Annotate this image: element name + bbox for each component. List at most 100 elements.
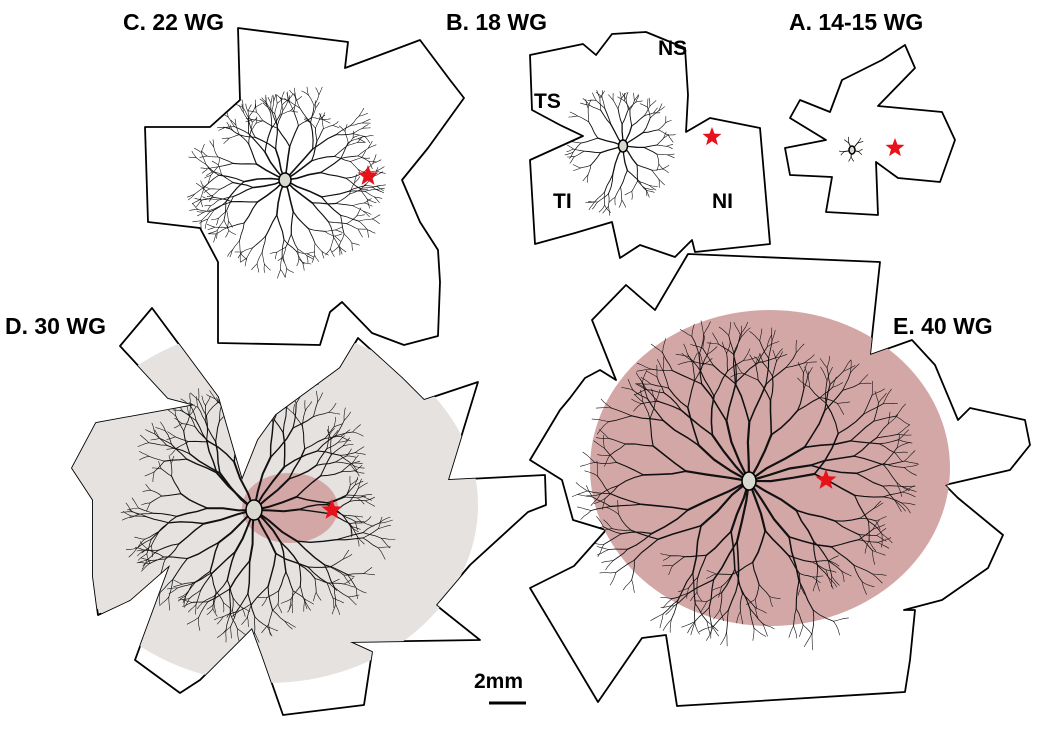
vessel-branch [599, 429, 609, 439]
vessel-branch [670, 555, 685, 558]
vessel-branch [795, 580, 800, 610]
vessel-branch [354, 521, 358, 531]
vessel-branch [310, 105, 315, 124]
vessel-branch [319, 172, 347, 179]
vessel-branch [335, 125, 352, 136]
vessel-branch [185, 583, 193, 597]
vessel-branch [840, 151, 845, 156]
vessel-branch [740, 611, 744, 625]
vessel-branch [281, 99, 288, 106]
vessel-branch [826, 367, 833, 382]
vessel-branch [621, 387, 634, 391]
vessel-branch [809, 455, 855, 467]
vessel-branch [362, 118, 371, 124]
vessel-branch [692, 572, 696, 605]
vessel-branch [200, 571, 214, 591]
vessel-branch [222, 611, 237, 618]
vessel-branch [875, 520, 881, 530]
vessel-branch [225, 393, 227, 409]
vessel-branch [358, 138, 365, 143]
vessel-branch [241, 103, 244, 113]
vessel-branch [333, 145, 348, 157]
vessel-branch [170, 463, 173, 477]
vessel-branch [859, 382, 872, 385]
vessel-branch [206, 608, 214, 615]
vessel-branch [285, 233, 292, 248]
vessel-branch [662, 370, 670, 389]
vessel-branch [635, 100, 643, 103]
vessel-branch [797, 586, 801, 596]
vessel-branch [335, 532, 364, 541]
vessel-branch [651, 388, 656, 402]
vessel-branch [276, 98, 284, 104]
vessel-branch [298, 258, 305, 265]
vessel-branch [663, 392, 682, 411]
vessel-branch [352, 455, 359, 464]
vessel-branch [732, 353, 737, 383]
vessel-branch [825, 569, 837, 573]
vessel-branch [641, 381, 648, 400]
vessel-branch [776, 351, 783, 362]
vessel-branch [350, 526, 359, 533]
vessel-branch [610, 572, 617, 586]
vessel-branch [279, 104, 283, 116]
vessel-branch [197, 407, 206, 422]
vessel-branch [153, 460, 165, 473]
vessel-branch [617, 98, 622, 110]
vessel-branch [867, 520, 870, 541]
vessel-branch [219, 182, 234, 190]
vessel-branch [343, 583, 356, 588]
vessel-branch [348, 596, 357, 606]
vessel-branch [291, 590, 294, 605]
vessel-branch [635, 383, 646, 389]
vessel-branch [312, 134, 337, 150]
vessel-branch [230, 611, 237, 628]
vessel-branch [769, 596, 781, 599]
panel-c-retina [144, 27, 465, 346]
vessel-branch [285, 268, 287, 278]
vessel-branch [175, 415, 185, 432]
vessel-branch [282, 247, 286, 257]
vessel-branch [347, 574, 357, 589]
vessel-branch [796, 396, 821, 412]
vessel-branch [141, 502, 151, 506]
vessel-branch [267, 106, 275, 114]
vessel-branch [360, 188, 369, 190]
vessel-branch [636, 368, 652, 372]
vessel-branch [700, 353, 708, 372]
vessel-branch [743, 348, 751, 361]
vessel-branch [177, 593, 187, 599]
vessel-branch [192, 203, 199, 210]
vessel-branch [235, 124, 240, 135]
vessel-branch [186, 541, 220, 560]
vessel-branch [328, 403, 337, 413]
vessel-branch [292, 382, 300, 392]
vessel-branch [819, 358, 828, 368]
vessel-branch [883, 496, 903, 504]
vessel-branch [569, 111, 578, 117]
vessel-branch [243, 411, 255, 414]
vessel-branch [217, 629, 227, 638]
vessel-branch [335, 193, 351, 204]
vessel-branch [350, 526, 352, 538]
vessel-branch [567, 141, 582, 144]
vessel-branch [199, 218, 208, 224]
vessel-branch [853, 437, 877, 457]
vessel-branch [192, 198, 201, 204]
vessel-branch [277, 378, 284, 391]
vessel-branch [333, 155, 351, 162]
vessel-branch [710, 395, 715, 436]
vessel-branch [239, 602, 253, 612]
vessel-branch [293, 383, 306, 392]
vessel-branch [904, 460, 919, 464]
vessel-branch [226, 609, 233, 618]
vessel-branch [608, 415, 633, 423]
vascular-area-e [590, 310, 950, 626]
vessel-branch [803, 361, 817, 364]
vessel-branch [381, 538, 396, 540]
vessel-branch [834, 520, 860, 536]
vessel-branch [311, 117, 324, 120]
vessel-branch [311, 107, 316, 118]
vessel-branch [327, 221, 335, 239]
vessel-branch [672, 556, 685, 567]
